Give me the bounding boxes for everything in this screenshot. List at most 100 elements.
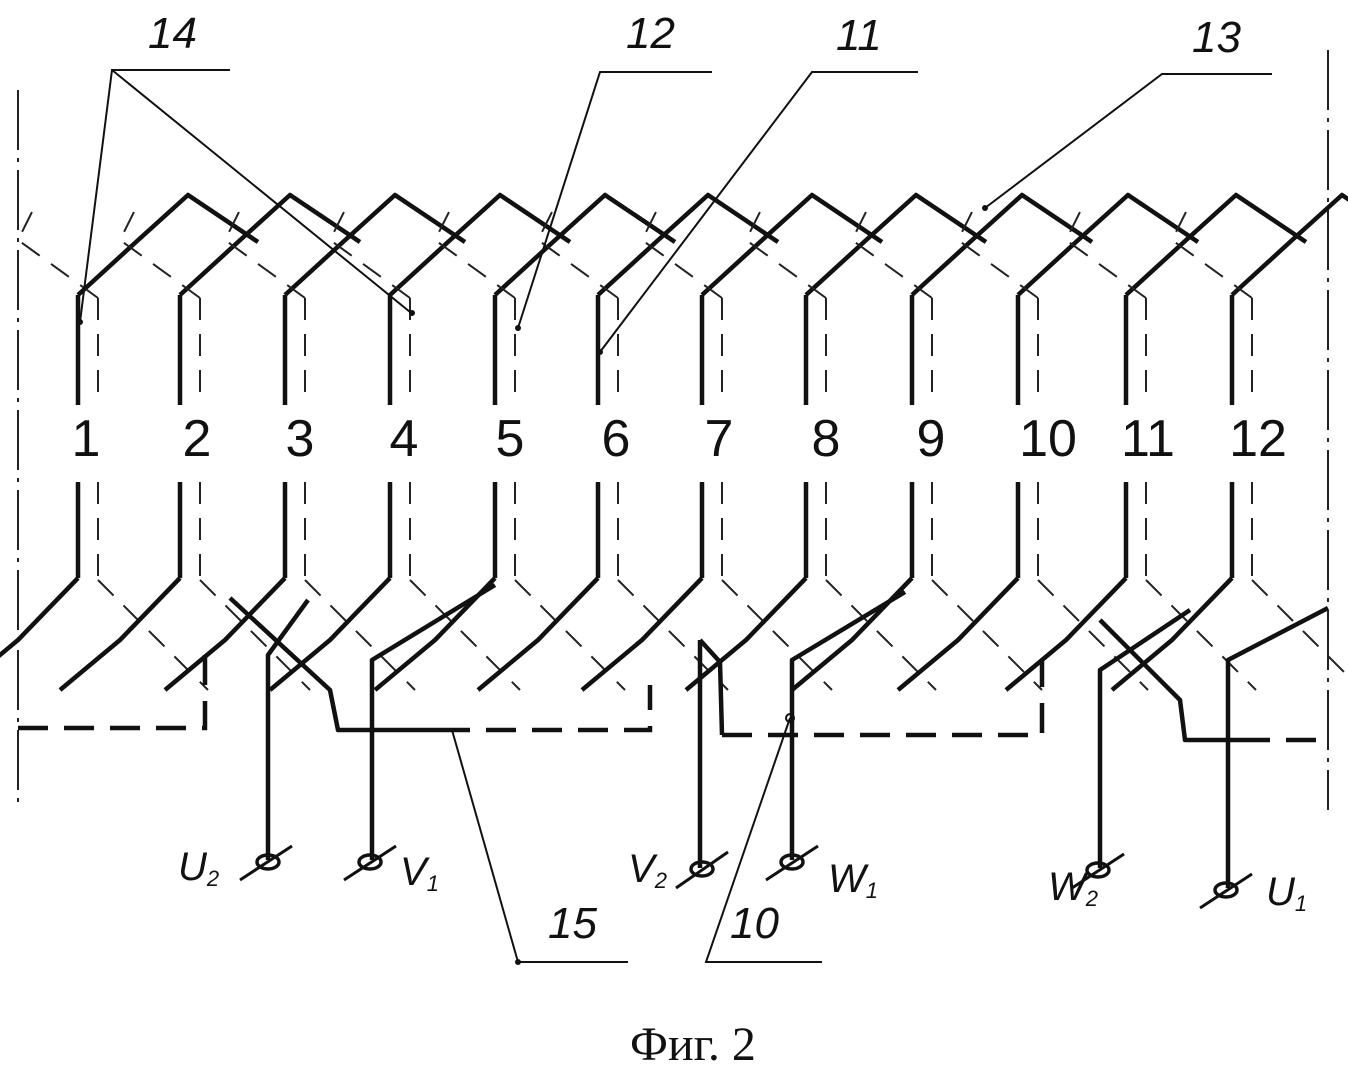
bottom-overhang-solid-2: [58, 576, 182, 692]
slot-number-8: 8: [812, 410, 841, 468]
top-overhang-solid-8: [804, 192, 988, 297]
bottom-overhang-dashed-1: [97, 579, 209, 691]
bottom-overhang-dashed-5: [514, 579, 626, 691]
terminal-V1-slash: [343, 844, 397, 882]
reference-leaders: [77, 69, 1272, 965]
bus-right-lead: [698, 638, 725, 736]
top-overhang-dashed-5: [433, 199, 516, 299]
bottom-overhang-solid-12: [1110, 576, 1234, 692]
bottom-overhang-solid-7: [580, 576, 704, 692]
slot-number-5: 5: [496, 410, 525, 468]
bottom-overhang-solid-1: [0, 576, 80, 658]
bottom-overhang-dashed-11: [1145, 579, 1257, 691]
terminal-U2-marker: [255, 853, 281, 871]
terminal-U1-slash: [1199, 872, 1253, 910]
slot-number-1: 1: [72, 410, 101, 468]
ref-10: 10: [730, 899, 779, 948]
leader-10-dot: [785, 713, 795, 723]
bottom-overhang-solid-3: [163, 576, 287, 692]
terminal-leads: [265, 583, 1330, 888]
terminal-U1-marker: [1213, 881, 1239, 899]
slot-number-6: 6: [602, 410, 631, 468]
top-overhang-dashed-8: [744, 199, 827, 299]
bottom-overhang-solid-10: [896, 576, 1020, 692]
bottom-overhang-solid-4: [268, 576, 392, 692]
slot-number-3: 3: [286, 410, 315, 468]
slot-number-7: 7: [705, 410, 734, 468]
bottom-overhang-dashed-8: [825, 579, 937, 691]
top-overhang-dashed-9: [850, 199, 933, 299]
bottom-overhang-dashed-7: [721, 579, 833, 691]
top-overhang-dashed-12: [1170, 199, 1253, 299]
terminal-W1-marker: [779, 853, 805, 871]
top-overhang-dashed-7: [640, 199, 723, 299]
lead-U2: [265, 598, 310, 860]
top-overhang-dashed-3: [223, 199, 306, 299]
terminal-W2-label: W2: [1048, 865, 1098, 911]
bottom-overhang-solid-8: [684, 576, 808, 692]
bus-center: [440, 685, 653, 733]
top-overhang-solid-10: [1016, 192, 1200, 297]
bottom-overhang-dashed-10: [1037, 579, 1149, 691]
lead-U1: [1225, 606, 1330, 888]
coil-sides: [75, 295, 1253, 580]
lead-W1: [789, 590, 907, 860]
leader-12-dot: [515, 325, 521, 331]
lead-V1: [369, 583, 497, 860]
top-overhang-dashed-4: [328, 199, 411, 299]
end-connections: [0, 192, 1348, 692]
top-overhang-solid-9: [910, 192, 1094, 297]
terminal-W2-marker: [1085, 861, 1111, 879]
terminal-W2: W2: [1048, 852, 1125, 911]
leader-14-dot-a: [77, 319, 83, 325]
top-overhang-solid-2: [178, 192, 362, 297]
top-overhang-dashed-10: [956, 199, 1039, 299]
slot-number-4: 4: [390, 410, 419, 468]
terminal-U2-label: U2: [178, 845, 219, 891]
leader-10: [704, 717, 822, 963]
ref-14: 14: [148, 9, 197, 58]
bus-center-left-lead: [228, 596, 440, 733]
bus-right: [722, 660, 1045, 738]
terminal-U2: U2: [178, 844, 293, 891]
terminal-V1-marker: [357, 853, 383, 871]
top-overhang-dashed-1: [16, 199, 99, 299]
bottom-overhang-dashed-6: [617, 579, 729, 691]
bottom-overhang-dashed-9: [931, 579, 1043, 691]
bottom-overhang-solid-11: [1004, 576, 1128, 692]
terminal-U1: U1: [1199, 870, 1307, 916]
terminal-W1: W1: [765, 844, 878, 903]
bottom-overhang-dashed-4: [409, 579, 521, 691]
leader-14: [79, 69, 411, 323]
terminal-V2: V2: [628, 847, 729, 893]
top-overhang-solid-4: [388, 192, 572, 297]
figure-caption: Фиг. 2: [630, 1018, 756, 1071]
top-overhang-solid-1: [76, 192, 260, 297]
slot-number-11: 11: [1121, 410, 1175, 468]
top-overhang-solid-12: [1230, 192, 1348, 297]
slot-number-12: 12: [1229, 410, 1287, 468]
leader-15-dot: [515, 959, 521, 965]
top-overhang-dashed-2: [118, 199, 201, 299]
bottom-overhang-solid-6: [476, 576, 600, 692]
top-overhang-solid-11: [1124, 192, 1308, 297]
ref-11: 11: [836, 11, 882, 60]
terminal-W1-label: W1: [828, 857, 878, 903]
lead-W2: [1097, 608, 1192, 868]
slot-numbers: 1 2 3 4 5 6 7 8 9 10 11 12: [72, 410, 1287, 468]
bus-far-right-lead: [1098, 618, 1240, 743]
reference-numbers: 14 12 11 13 15 10: [148, 9, 1241, 948]
ref-13: 13: [1192, 13, 1241, 62]
leader-12: [517, 71, 712, 329]
leader-11-dot: [597, 349, 603, 355]
ref-12: 12: [626, 9, 675, 58]
terminal-V1-label: V1: [400, 850, 439, 896]
slot-number-9: 9: [917, 410, 946, 468]
top-overhang-solid-5: [493, 192, 677, 297]
terminal-V2-label: V2: [628, 847, 667, 893]
bottom-overhang-dashed-2: [199, 579, 311, 691]
top-overhang-solid-6: [596, 192, 780, 297]
bottom-overhang-dashed-3: [304, 579, 416, 691]
bottom-overhang-dashed-12: [1251, 579, 1348, 678]
